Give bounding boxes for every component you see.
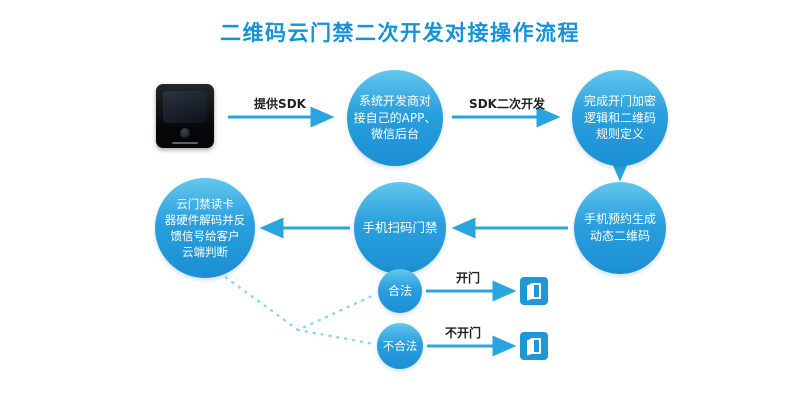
dotted-reader-to-legal bbox=[211, 266, 376, 332]
door-closed-icon bbox=[520, 332, 548, 360]
node-illegal: 不合法 bbox=[377, 323, 423, 369]
node-developer-integration: 系统开发商对 接自己的APP、 微信后台 bbox=[347, 70, 443, 166]
device-screen bbox=[163, 91, 207, 123]
dotted-reader-to-illegal bbox=[296, 328, 376, 346]
node-phone-scan: 手机扫码门禁 bbox=[354, 182, 446, 274]
node-encryption-rules: 完成开门加密 逻辑和二维码 规则定义 bbox=[572, 70, 668, 166]
page-title: 二维码云门禁二次开发对接操作流程 bbox=[220, 21, 580, 45]
node-legal: 合法 bbox=[378, 269, 422, 313]
device-brand-mark bbox=[156, 142, 214, 145]
door-open-icon bbox=[520, 277, 548, 305]
label-open-door: 开门 bbox=[455, 271, 480, 285]
device-scanner-lens bbox=[180, 128, 190, 138]
label-sdk-development: SDK二次开发 bbox=[469, 97, 545, 111]
node-reader-decode: 云门禁读卡 器硬件解码并反 馈信号给客户 云端判断 bbox=[155, 178, 255, 278]
label-provide-sdk: 提供SDK bbox=[254, 97, 306, 111]
qr-reader-device bbox=[156, 84, 214, 148]
label-no-open-door: 不开门 bbox=[444, 326, 481, 340]
node-dynamic-qrcode: 手机预约生成 动态二维码 bbox=[574, 182, 666, 274]
